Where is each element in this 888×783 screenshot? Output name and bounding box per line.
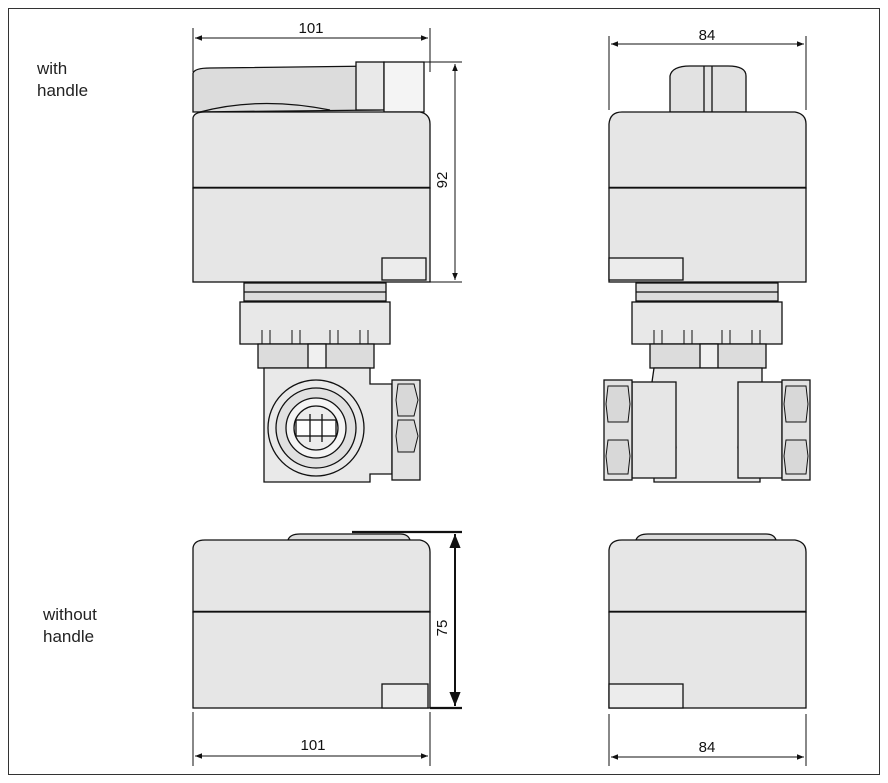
lid-top-side	[635, 533, 777, 541]
dim-top-front-width	[192, 28, 431, 72]
front-view-without-handle	[192, 533, 431, 709]
with-handle-label-line1: with	[37, 59, 68, 78]
dim-bottom-side-width-text: 84	[699, 739, 716, 756]
dim-bottom-side-width	[608, 714, 807, 766]
right-pipe	[737, 381, 783, 479]
dim-bottom-front-width-text: 101	[300, 737, 325, 754]
without-handle-label-line2: handle	[43, 627, 95, 646]
lid-top	[287, 533, 411, 541]
connector-box	[381, 257, 427, 281]
connector-box-side	[608, 257, 684, 281]
with-handle-label-line2: handle	[37, 81, 89, 100]
dim-top-side-width	[608, 36, 807, 110]
side-view-with-handle	[603, 65, 811, 483]
handle-knob	[669, 65, 747, 113]
without-handle-label: without handle	[43, 604, 97, 648]
actuator-upper-housing	[192, 111, 431, 189]
dim-top-side-width-text: 84	[699, 27, 716, 44]
handle-shape	[192, 65, 381, 113]
with-handle-label: with handle	[37, 58, 88, 102]
dim-top-height-text: 92	[434, 172, 451, 189]
side-view-without-handle	[608, 533, 807, 709]
dim-bottom-height-text: 75	[434, 620, 451, 637]
front-view-with-handle	[192, 61, 431, 483]
dim-top-height	[386, 61, 462, 283]
actuator-upper-housing-nohandle	[192, 539, 431, 613]
port-insert	[295, 419, 337, 437]
left-pipe	[631, 381, 677, 479]
dim-bottom-height	[352, 530, 462, 710]
handle-tab	[355, 61, 385, 111]
dim-bottom-front-width	[192, 712, 431, 766]
without-handle-label-line1: without	[43, 605, 97, 624]
dim-top-front-width-text: 101	[298, 20, 323, 37]
connector-box-side-nohandle	[608, 683, 684, 709]
connector-box-nohandle	[381, 683, 429, 709]
actuator-upper-housing-side	[608, 111, 807, 189]
actuator-upper-housing-side-nohandle	[608, 539, 807, 613]
